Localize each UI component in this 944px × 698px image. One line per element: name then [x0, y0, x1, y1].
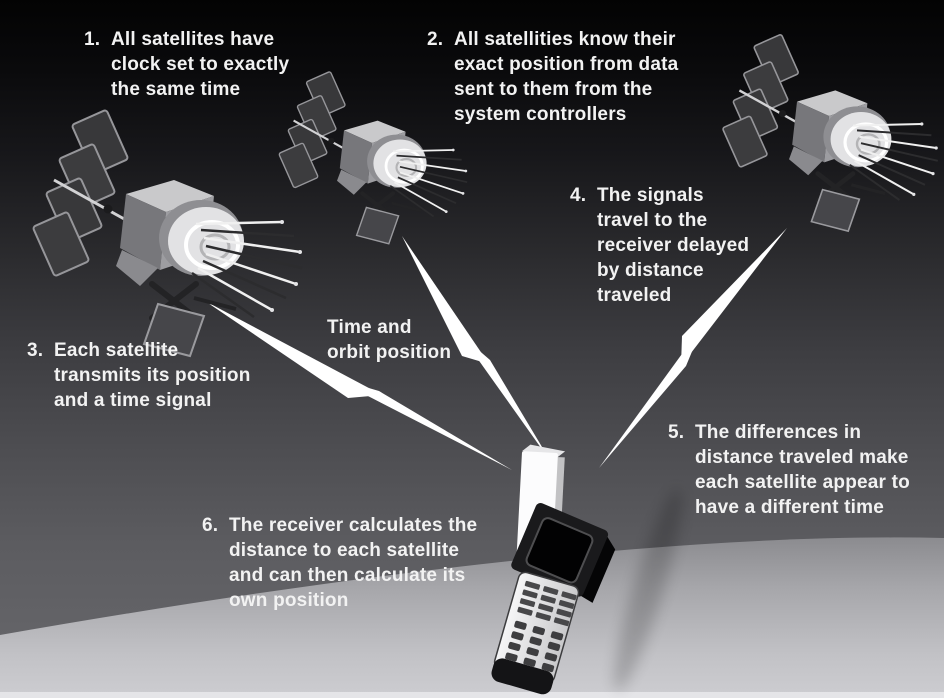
satellite-icon-right [722, 34, 937, 231]
phone-display [525, 517, 594, 584]
step-3-number: 3. [27, 340, 44, 361]
step-5: 5. The differences in distance traveled … [668, 420, 910, 520]
step-6-number: 6. [202, 515, 219, 536]
phone-function-keys [517, 580, 577, 627]
step-2: 2. All satellities know their exact posi… [427, 27, 678, 127]
lightning-bolt-icon-left [205, 301, 512, 470]
lightning-bolt-icon-right [599, 228, 787, 468]
step-2-number: 2. [427, 29, 444, 50]
ground-baseline [0, 692, 944, 698]
phone-number-keys [505, 620, 564, 673]
satellite-icon-left [33, 110, 302, 356]
step-3-text: Each satellite transmits its position an… [54, 340, 251, 411]
flip-phone-icon [491, 444, 616, 695]
time-orbit-label-text: Time and orbit position [327, 317, 452, 363]
step-6: 6. The receiver calculates the distance … [202, 513, 477, 613]
step-6-text: The receiver calculates the distance to … [229, 515, 478, 611]
step-2-text: All satellities know their exact positio… [454, 29, 679, 125]
step-4-number: 4. [570, 185, 587, 206]
signal-bolts [205, 228, 787, 470]
step-1: 1. All satellites have clock set to exac… [84, 27, 289, 102]
phone-base-cap [491, 658, 554, 695]
step-1-number: 1. [84, 29, 101, 50]
lightning-bolt-icon-center [402, 236, 551, 462]
step-1-text: All satellites have clock set to exactly… [111, 29, 290, 100]
phone-screen-module [511, 502, 616, 603]
step-5-text: The differences in distance traveled mak… [695, 422, 910, 518]
step-5-number: 5. [668, 422, 685, 443]
step-4: 4. The signals travel to the receiver de… [570, 183, 749, 308]
phone-shadow [614, 489, 682, 691]
time-orbit-label: Time and orbit position [327, 315, 451, 365]
step-4-text: The signals travel to the receiver delay… [597, 185, 750, 306]
ground-surface [0, 537, 944, 698]
step-3: 3. Each satellite transmits its position… [27, 338, 251, 413]
